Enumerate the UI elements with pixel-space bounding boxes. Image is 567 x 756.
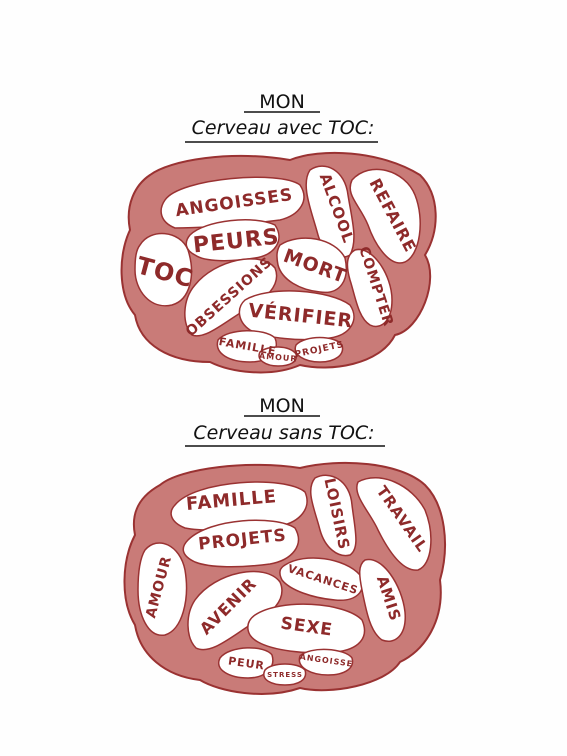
lobe-refaire <box>349 168 421 264</box>
bottom-title-mon: MON <box>259 395 305 417</box>
lobe-stress <box>263 663 307 686</box>
lobe-peurs <box>185 219 280 262</box>
lobe-projets-b <box>182 519 300 568</box>
lobe-travail <box>356 477 432 571</box>
top-title-mon: MON <box>259 91 305 113</box>
label-stress: STRESS <box>267 671 303 679</box>
lobe-amour-b <box>137 542 188 636</box>
lobe-compter <box>346 248 393 328</box>
bottom-title: MON Cerveau sans TOC: <box>185 395 385 447</box>
label-amour: AMOUR <box>259 351 298 363</box>
lobe-amis <box>359 558 406 642</box>
top-title: MON Cerveau avec TOC: <box>185 91 378 143</box>
brain-with-ocd: ANGOISSES ALCOOL REFAIRE PEURS TOC MORT … <box>120 151 437 374</box>
lobe-toc <box>134 232 193 307</box>
label-peur: PEUR <box>227 655 265 673</box>
bottom-title-subtitle: Cerveau sans TOC: <box>193 422 374 444</box>
lobe-vacances <box>279 557 364 601</box>
top-title-subtitle: Cerveau avec TOC: <box>192 117 375 139</box>
lobe-amour <box>258 346 298 367</box>
lobe-projets <box>294 336 344 363</box>
lobe-angoisse <box>298 648 354 676</box>
lobe-mort <box>276 237 347 294</box>
lobe-loisirs <box>310 474 357 557</box>
lobe-angoisses <box>160 176 305 229</box>
brain-without-ocd: FAMILLE LOISIRS TRAVAIL PROJETS AMOUR VA… <box>123 461 446 695</box>
